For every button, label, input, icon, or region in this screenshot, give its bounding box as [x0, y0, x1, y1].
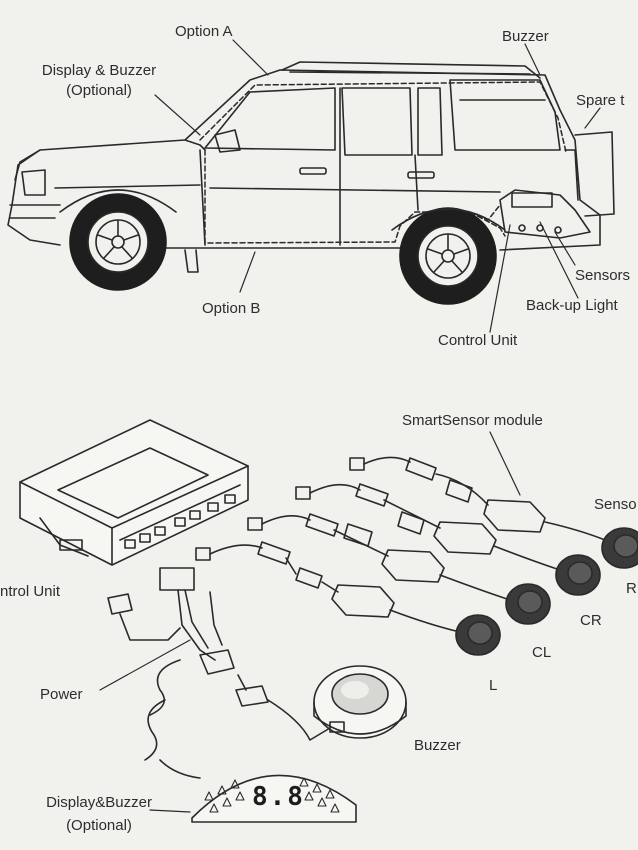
- label-sensor-cl: CL: [532, 644, 552, 661]
- label-control-unit-kit: ntrol Unit: [0, 583, 61, 600]
- label-display-buzzer-kit: Display&Buzzer: [46, 794, 152, 811]
- sensor-cl: [505, 583, 551, 625]
- label-power: Power: [40, 686, 83, 703]
- label-smartsensor-module: SmartSensor module: [402, 412, 543, 429]
- label-back-up-light: Back-up Light: [526, 297, 618, 314]
- sensor-l: [455, 614, 501, 656]
- buzzer-device: [313, 665, 407, 739]
- sensor-cr: [555, 554, 601, 596]
- display-digits: 8.8: [252, 782, 305, 812]
- label-optional-kit: (Optional): [66, 817, 132, 834]
- label-sensor-l: L: [489, 677, 498, 694]
- label-control-unit-top: Control Unit: [438, 332, 518, 349]
- label-option-b: Option B: [202, 300, 261, 317]
- display-unit: [191, 774, 357, 823]
- label-sensor-r: R: [626, 580, 637, 597]
- label-spare-tire: Spare t: [576, 92, 625, 109]
- label-optional-top: (Optional): [66, 82, 132, 99]
- label-buzzer-kit: Buzzer: [414, 737, 461, 754]
- sensor-r: [601, 527, 638, 569]
- label-sensor-kit: Senso: [594, 496, 637, 513]
- label-sensors-top: Sensors: [575, 267, 631, 284]
- control-unit-box: [19, 419, 249, 566]
- front-wheel: [69, 193, 167, 291]
- label-option-a: Option A: [175, 23, 233, 40]
- label-sensor-cr: CR: [580, 612, 602, 629]
- car-illustration: [7, 39, 615, 333]
- label-display-buzzer-top: Display & Buzzer: [41, 62, 157, 79]
- rear-wheel: [399, 207, 497, 305]
- label-buzzer-top: Buzzer: [502, 28, 549, 45]
- sensor-wiring: [107, 456, 606, 779]
